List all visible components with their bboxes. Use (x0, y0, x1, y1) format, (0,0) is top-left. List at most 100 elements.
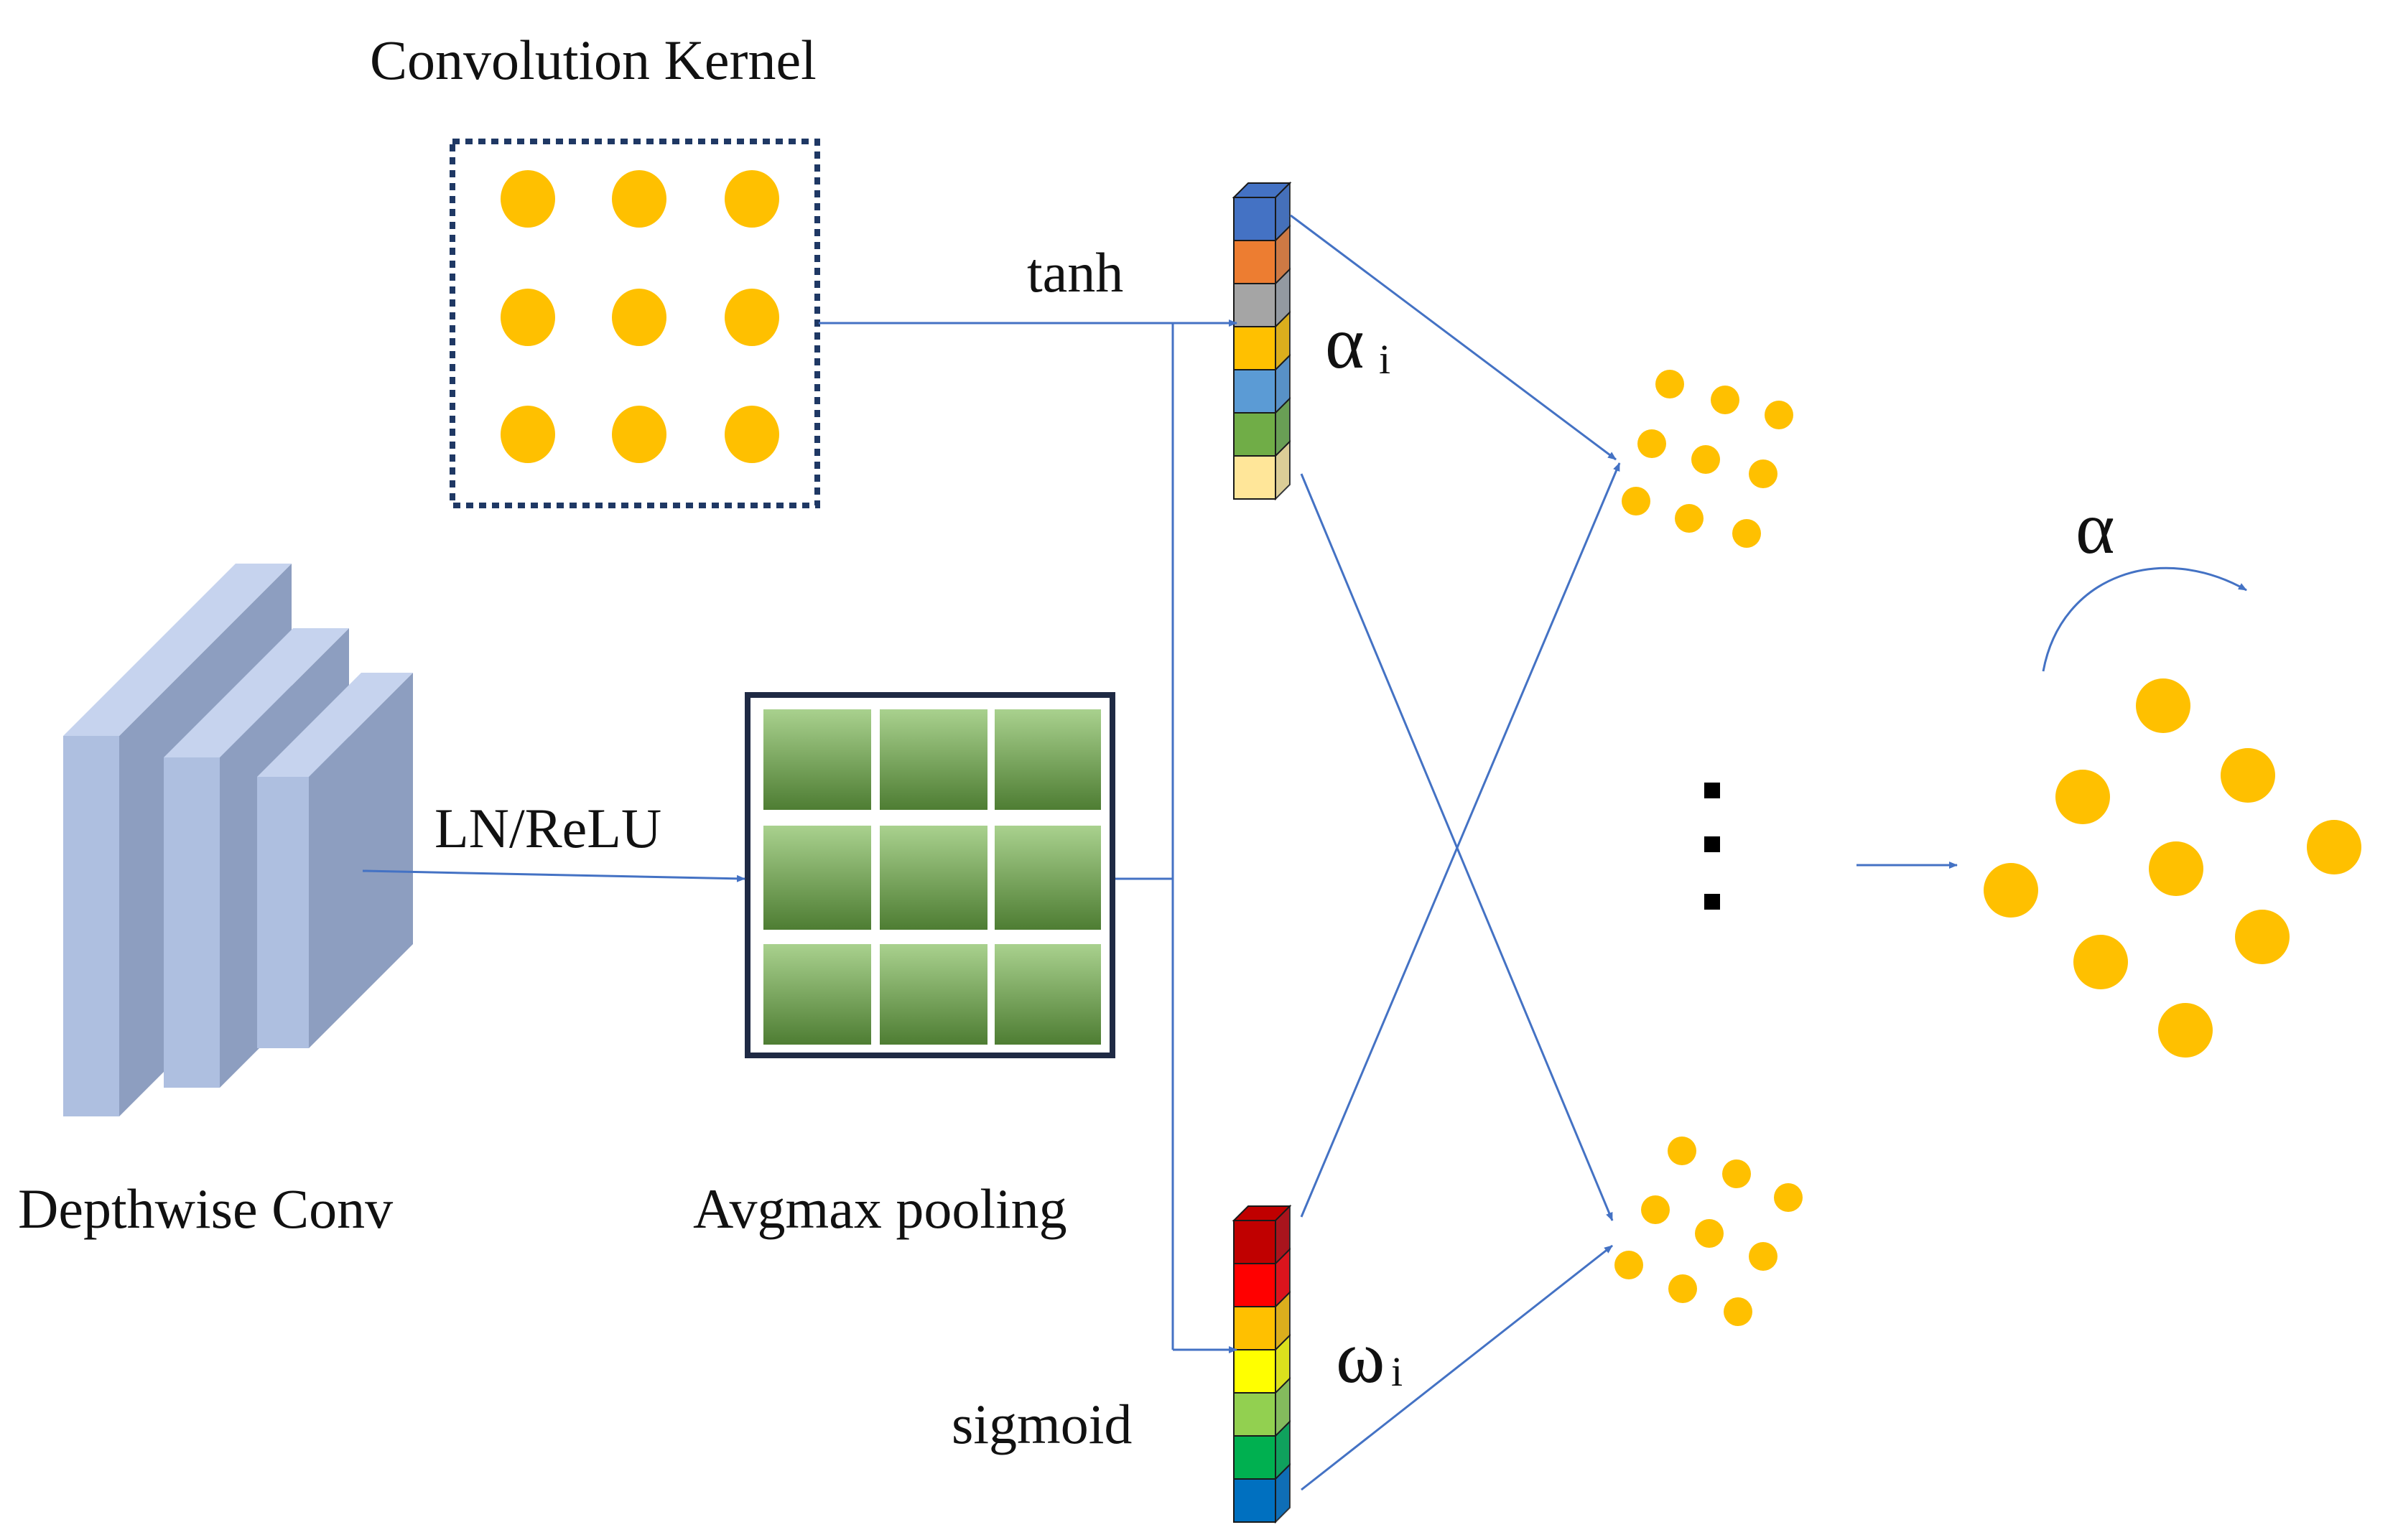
slab-front-face (257, 777, 309, 1048)
omega-vector-cell (1233, 1435, 1276, 1480)
vertical-ellipsis-icon (1704, 783, 1720, 910)
cluster-dot (2149, 841, 2203, 896)
kernel-dot (725, 406, 779, 463)
pooling-cell (763, 826, 871, 930)
omega-to-top-cluster-arrow (1300, 462, 1621, 1218)
omega-vector-cell-side (1275, 1462, 1291, 1524)
cluster-dot (1614, 1251, 1643, 1279)
omega-vector-cell (1233, 1306, 1276, 1350)
cluster-dot (2158, 1003, 2213, 1058)
cluster-dot (1695, 1219, 1724, 1248)
convolution-kernel (450, 139, 820, 508)
cluster-dot (1732, 519, 1761, 548)
pooling-label: Avgmax pooling (693, 1177, 1067, 1240)
omega-i-vector (1232, 1204, 1292, 1524)
alpha-vector-cell (1233, 369, 1276, 414)
depthwise-label: Depthwise Conv (18, 1177, 393, 1240)
alpha-vector-cell (1233, 283, 1276, 327)
kernel-dot (501, 406, 555, 463)
cluster-dot (2055, 770, 2110, 824)
stacked-slabs-icon (63, 564, 413, 1116)
ln-relu-label: LN/ReLU (434, 797, 661, 859)
curved-arrow-icon (2042, 566, 2247, 672)
slab-top-face (63, 564, 292, 736)
cluster-dot (2221, 748, 2275, 803)
cluster-dot (1622, 487, 1650, 515)
cluster-dot (1668, 1137, 1696, 1165)
alpha-to-top-cluster-arrow (1290, 214, 1617, 461)
pooling-cells (763, 709, 1101, 1045)
cluster-dot (1675, 504, 1704, 533)
top-dot-cluster (1622, 370, 1793, 548)
cluster-dot (1691, 445, 1720, 474)
cluster-dot (1765, 401, 1793, 429)
kernel-dotted-border (450, 139, 820, 508)
omega-i-label: ω i (1336, 1316, 1403, 1399)
kernel-dot (725, 170, 779, 228)
pooling-cell (995, 944, 1101, 1045)
cluster-dot (1749, 459, 1777, 488)
omega-i-subscript: i (1391, 1348, 1403, 1395)
kernel-dot (612, 406, 666, 463)
cluster-dot (1722, 1159, 1751, 1188)
cluster-dot (1711, 386, 1739, 414)
alpha-vector-cell (1233, 412, 1276, 457)
pooling-cell (880, 709, 987, 810)
cluster-dot (1668, 1274, 1697, 1303)
kernel-dot (725, 289, 779, 346)
kernel-dot (612, 170, 666, 228)
slab-top-face (257, 673, 413, 777)
pooling-cell (763, 709, 871, 810)
omega-to-bottom-cluster-arrow (1301, 1244, 1613, 1491)
cluster-dot (1749, 1242, 1777, 1271)
pooling-cell (880, 944, 987, 1045)
ellipsis-dot (1704, 783, 1720, 798)
alpha-i-symbol: α (1325, 302, 1365, 384)
cluster-dot (1641, 1195, 1670, 1224)
pooling-cell (880, 826, 987, 930)
alpha-vector-cell (1233, 455, 1276, 500)
slab-side-face (309, 673, 413, 1048)
slab-front-face (164, 757, 220, 1088)
omega-vector-cell (1233, 1220, 1276, 1264)
alpha-vector-cell-side (1275, 439, 1291, 501)
pooling-cell (995, 826, 1101, 930)
rotated-kernel-dots (1984, 678, 2361, 1058)
connectors (362, 214, 2247, 1491)
alpha-i-subscript: i (1379, 336, 1390, 383)
omega-vector-cell (1233, 1478, 1276, 1523)
alpha-i-label: α i (1325, 302, 1390, 384)
cluster-dot (2073, 935, 2128, 989)
cluster-dot (2136, 678, 2190, 733)
cluster-dot (2307, 820, 2361, 874)
kernel-dot (501, 170, 555, 228)
avgmax-pooling-grid (745, 692, 1115, 1058)
pooling-cell (995, 709, 1101, 810)
kernel-dot (501, 289, 555, 346)
feature-map-slab (257, 673, 413, 1048)
slab-front-face (63, 736, 119, 1116)
omega-i-symbol: ω (1336, 1316, 1385, 1399)
kernel-dots (501, 170, 779, 463)
omega-vector-cell (1233, 1263, 1276, 1307)
slabs-to-pooling-arrow (362, 869, 745, 882)
slab-top-face (164, 628, 349, 757)
cluster-dot (1637, 429, 1666, 458)
alpha-vector-cell (1233, 240, 1276, 284)
cluster-dot (1774, 1183, 1803, 1212)
tanh-label: tanh (1027, 241, 1123, 304)
pooling-cell (763, 944, 871, 1045)
alpha-vector-cell (1233, 197, 1276, 241)
ellipsis-dot (1704, 894, 1720, 910)
cluster-dot (1984, 863, 2038, 918)
sigmoid-label: sigmoid (952, 1393, 1132, 1455)
kernel-dot (612, 289, 666, 346)
alpha-i-vector (1232, 181, 1292, 501)
omega-vector-cell (1233, 1349, 1276, 1394)
cluster-dot (2235, 910, 2290, 964)
omega-vector-cell (1233, 1392, 1276, 1437)
cluster-dot (1724, 1297, 1752, 1326)
alpha-vector-cell (1233, 326, 1276, 370)
ellipsis-dot (1704, 836, 1720, 852)
